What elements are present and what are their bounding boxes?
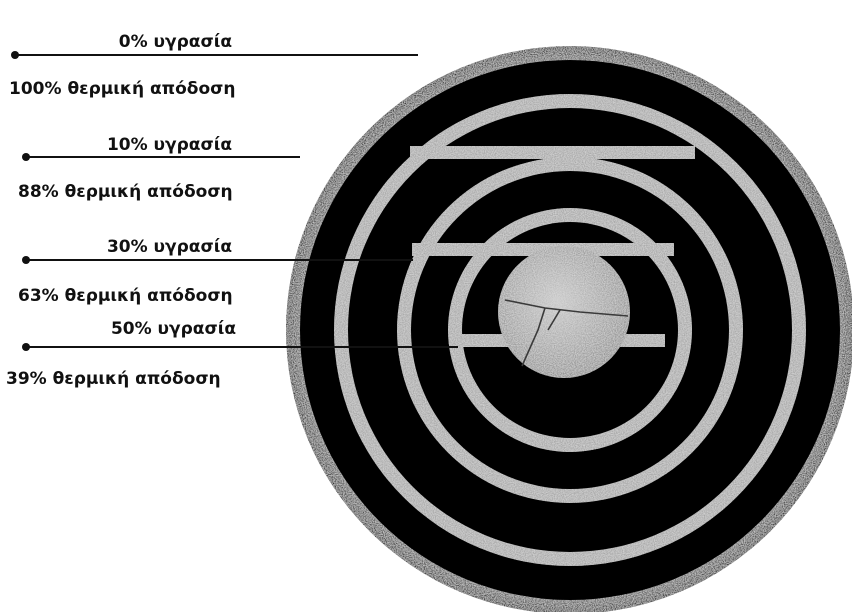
moisture-label-0: 0% υγρασία [119,32,232,52]
moisture-label-1: 10% υγρασία [107,135,232,155]
bridge-bar-top [410,146,695,159]
efficiency-label-0: 100% θερμική απόδοση [9,79,236,99]
efficiency-label-1: 88% θερμική απόδοση [18,182,233,202]
moisture-label-2: 30% υγρασία [107,237,232,257]
log-cross-section [286,46,852,612]
heartwood-core [498,246,630,378]
callout-leader-0 [11,51,418,59]
callout-labels: 0% υγρασία 100% θερμική απόδοση 10% υγρα… [6,32,236,389]
efficiency-label-2: 63% θερμική απόδοση [18,286,233,306]
moisture-label-3: 50% υγρασία [111,319,236,339]
efficiency-label-3: 39% θερμική απόδοση [6,369,221,389]
